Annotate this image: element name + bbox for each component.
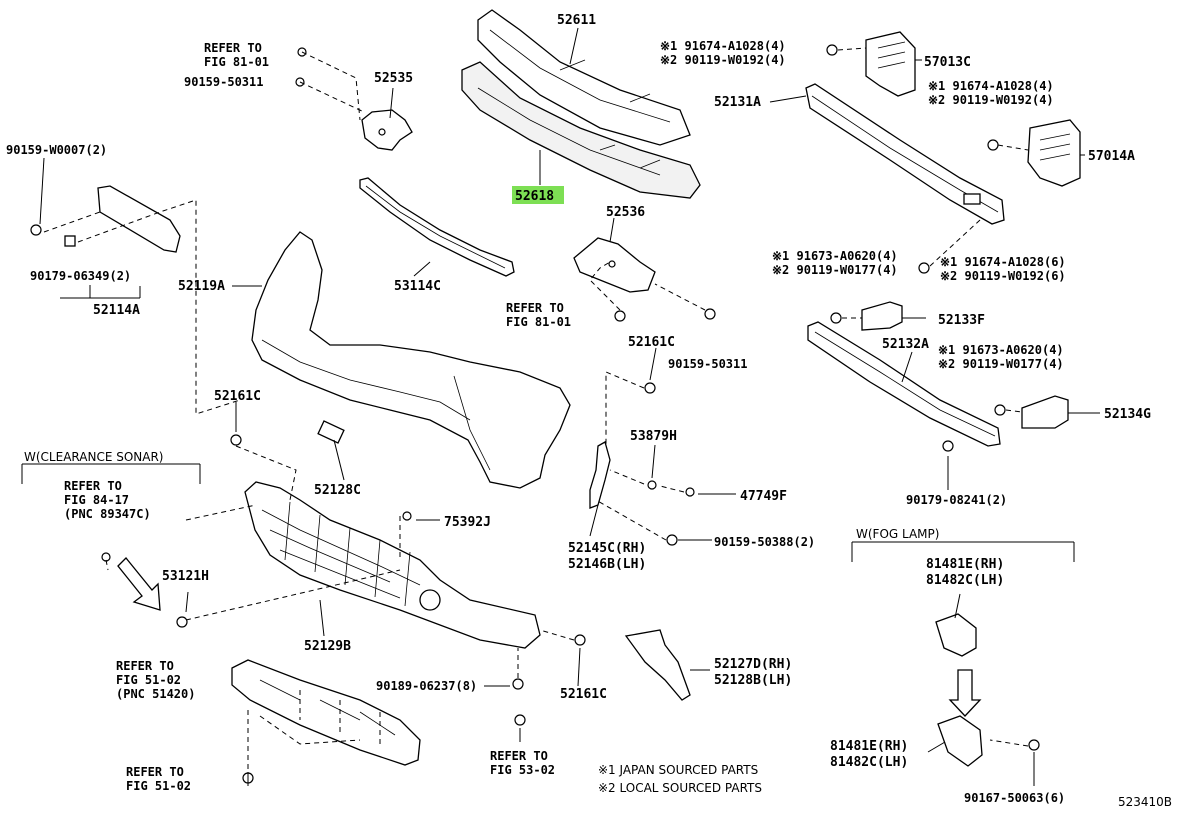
legend-note-1: ※1 JAPAN SOURCED PARTS [598, 763, 758, 777]
highlight-52618 [512, 186, 564, 204]
part-52618-drawing [461, 61, 701, 199]
undercover-drawing [231, 659, 421, 766]
label-52536[interactable]: 52536 [606, 205, 645, 220]
label-90159-w0007[interactable]: 90159-W0007(2) [6, 143, 107, 157]
label-91674-a1028-4b[interactable]: ※1 91674-A1028(4) [928, 79, 1054, 93]
ref-refer-to-3: REFER TO [64, 479, 122, 493]
part-52611-drawing [477, 9, 691, 146]
ref-pnc-89347c: (PNC 89347C) [64, 507, 151, 521]
label-90189-06237[interactable]: 90189-06237(8) [376, 679, 477, 693]
label-52131a[interactable]: 52131A [714, 95, 761, 110]
label-53879h[interactable]: 53879H [630, 429, 677, 444]
part-52131a-drawing [805, 83, 1005, 225]
label-90119-w0192-4b[interactable]: ※2 90119-W0192(4) [928, 93, 1054, 107]
ref-refer-to-1: REFER TO [204, 41, 262, 55]
part-52145c-drawing [589, 441, 611, 509]
label-91674-a1028-6[interactable]: ※1 91674-A1028(6) [940, 255, 1066, 269]
ref-fig-53-02[interactable]: FIG 53-02 [490, 763, 555, 777]
ref-refer-to-4: REFER TO [116, 659, 174, 673]
ref-fig-81-01-top[interactable]: FIG 81-01 [204, 55, 269, 69]
label-90179-06349[interactable]: 90179-06349(2) [30, 269, 131, 283]
part-52129b-drawing [244, 481, 541, 649]
part-52132a-drawing [807, 321, 1001, 447]
fog-bracket-top-drawing [935, 613, 977, 657]
label-90119-w0192-4a[interactable]: ※2 90119-W0192(4) [660, 53, 786, 67]
label-52128b[interactable]: 52128B(LH) [714, 673, 792, 688]
assembly-dashes [43, 47, 1029, 770]
ref-refer-to-5: REFER TO [126, 765, 184, 779]
label-52127d[interactable]: 52127D(RH) [714, 657, 792, 672]
clearance-sonar-bracket [21, 463, 201, 484]
label-81482c-top[interactable]: 81482C(LH) [926, 573, 1004, 588]
label-52146b[interactable]: 52146B(LH) [568, 557, 646, 572]
label-47749f[interactable]: 47749F [740, 489, 787, 504]
label-52618[interactable]: 52618 [515, 189, 554, 204]
label-52161c-top[interactable]: 52161C [628, 335, 675, 350]
label-91673-a0620-4b[interactable]: ※1 91673-A0620(4) [938, 343, 1064, 357]
ref-refer-to-2: REFER TO [506, 301, 564, 315]
label-91673-a0620-4a[interactable]: ※1 91673-A0620(4) [772, 249, 898, 263]
part-52133f-drawing [861, 301, 903, 331]
label-90159-50388[interactable]: 90159-50388(2) [714, 535, 815, 549]
section-fog-lamp: W(FOG LAMP) [856, 527, 939, 541]
diagram-id: 523410B [1118, 795, 1172, 809]
label-81481e-bottom[interactable]: 81481E(RH) [830, 739, 908, 754]
label-90119-w0192-6[interactable]: ※2 90119-W0192(6) [940, 269, 1066, 283]
label-90119-w0177-4b[interactable]: ※2 90119-W0177(4) [938, 357, 1064, 371]
fog-arrow [948, 669, 982, 717]
label-52133f[interactable]: 52133F [938, 313, 985, 328]
section-clearance-sonar: W(CLEARANCE SONAR) [24, 450, 163, 464]
part-52114a-drawing [64, 185, 181, 253]
leader-lines [39, 27, 1100, 786]
fog-lamp-bracket [851, 541, 1075, 562]
label-90159-50311-top[interactable]: 90159-50311 [184, 75, 263, 89]
label-52161c-left[interactable]: 52161C [214, 389, 261, 404]
label-52134g[interactable]: 52134G [1104, 407, 1151, 422]
label-57013c[interactable]: 57013C [924, 55, 971, 70]
label-81482c-bottom[interactable]: 81482C(LH) [830, 755, 908, 770]
label-57014a[interactable]: 57014A [1088, 149, 1135, 164]
part-52127d-drawing [624, 629, 691, 701]
fog-bracket-bottom-drawing [937, 715, 983, 767]
label-52129b[interactable]: 52129B [304, 639, 351, 654]
label-81481e-top[interactable]: 81481E(RH) [926, 557, 1004, 572]
label-91674-a1028-4a[interactable]: ※1 91674-A1028(4) [660, 39, 786, 53]
label-53121h[interactable]: 53121H [162, 569, 209, 584]
ref-pnc-51420: (PNC 51420) [116, 687, 195, 701]
label-52611[interactable]: 52611 [557, 13, 596, 28]
label-90159-50311-mid[interactable]: 90159-50311 [668, 357, 747, 371]
ref-fig-51-02-top[interactable]: FIG 51-02 [116, 673, 181, 687]
label-52132a[interactable]: 52132A [882, 337, 929, 352]
part-52535-drawing [361, 109, 413, 151]
label-90167-50063[interactable]: 90167-50063(6) [964, 791, 1065, 805]
label-75392j[interactable]: 75392J [444, 515, 491, 530]
sonar-arrow [117, 557, 161, 611]
label-53114c[interactable]: 53114C [394, 279, 441, 294]
ref-fig-51-02-bottom[interactable]: FIG 51-02 [126, 779, 191, 793]
part-57014a-drawing [1027, 119, 1081, 187]
ref-fig-84-17[interactable]: FIG 84-17 [64, 493, 129, 507]
part-52119a-drawing [251, 231, 571, 489]
label-52145c[interactable]: 52145C(RH) [568, 541, 646, 556]
label-52114a[interactable]: 52114A [93, 303, 140, 318]
ref-fig-81-01-mid[interactable]: FIG 81-01 [506, 315, 571, 329]
label-52119a[interactable]: 52119A [178, 279, 225, 294]
label-90179-08241[interactable]: 90179-08241(2) [906, 493, 1007, 507]
label-90119-w0177-4a[interactable]: ※2 90119-W0177(4) [772, 263, 898, 277]
label-52128c[interactable]: 52128C [314, 483, 361, 498]
part-52134g-drawing [1021, 395, 1069, 429]
legend-note-2: ※2 LOCAL SOURCED PARTS [598, 781, 762, 795]
part-57013c-drawing [865, 31, 916, 97]
label-52161c-bottom[interactable]: 52161C [560, 687, 607, 702]
label-52535[interactable]: 52535 [374, 71, 413, 86]
part-53114c-drawing [359, 177, 515, 277]
ref-refer-to-6: REFER TO [490, 749, 548, 763]
part-52536-drawing [573, 237, 656, 293]
